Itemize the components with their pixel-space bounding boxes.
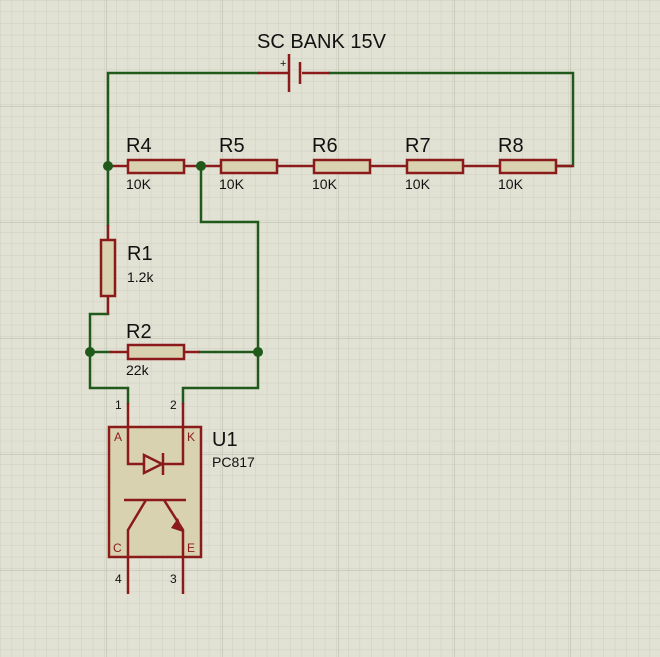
junction-r2-left	[85, 347, 95, 357]
junction-r5-left	[196, 161, 206, 171]
battery-plus-sign: +	[280, 58, 286, 70]
junction-r4-left	[103, 161, 113, 171]
r8-ref: R8	[498, 135, 524, 157]
u1-pin-number-1: 1	[115, 398, 122, 412]
wire-top-left	[106, 71, 260, 168]
u1-pin-number-3: 3	[170, 572, 177, 586]
resistor-r7[interactable]: R7 10K	[387, 135, 480, 192]
u1-phototransistor-icon	[124, 498, 186, 557]
resistor-r4[interactable]: R4 10K	[108, 135, 201, 192]
r5-ref: R5	[219, 135, 245, 157]
u1-pin-letter-a: A	[114, 430, 122, 444]
resistor-r5[interactable]: R5 10K	[201, 135, 294, 192]
resistor-r8[interactable]: R8 10K	[480, 135, 573, 192]
r7-ref: R7	[405, 135, 431, 157]
junctions	[85, 161, 263, 357]
r8-value: 10K	[498, 176, 524, 192]
u1-part: PC817	[212, 454, 255, 470]
r4-ref: R4	[126, 135, 152, 157]
r6-ref: R6	[312, 135, 338, 157]
r1-value: 1.2k	[127, 269, 154, 285]
u1-led-icon	[126, 427, 185, 476]
battery-sc-bank[interactable]: + SC BANK 15V	[257, 31, 387, 92]
u1-pin-letter-c: C	[113, 541, 122, 555]
u1-pin-number-2: 2	[170, 398, 177, 412]
battery-label: SC BANK 15V	[257, 31, 387, 53]
r1-ref: R1	[127, 243, 153, 265]
r4-value: 10K	[126, 176, 152, 192]
r5-value: 10K	[219, 176, 245, 192]
u1-pin-letter-e: E	[187, 541, 195, 555]
wire-r1-pin1	[88, 312, 130, 405]
wire-r5-pin2	[181, 164, 260, 405]
u1-pin-letter-k: K	[187, 430, 195, 444]
r2-ref: R2	[126, 321, 152, 343]
r6-value: 10K	[312, 176, 338, 192]
u1-body	[107, 425, 203, 559]
resistor-r1[interactable]: R1 1.2k	[99, 225, 154, 314]
optocoupler-u1[interactable]: A K C E 1 2 4 3 U1 PC817	[107, 398, 255, 594]
junction-r2-right	[253, 347, 263, 357]
resistor-r6[interactable]: R6 10K	[294, 135, 387, 192]
r2-value: 22k	[126, 362, 150, 378]
u1-pin-number-4: 4	[115, 572, 122, 586]
resistor-r2[interactable]: R2 22k	[110, 321, 200, 378]
r7-value: 10K	[405, 176, 431, 192]
u1-ref: U1	[212, 429, 238, 451]
